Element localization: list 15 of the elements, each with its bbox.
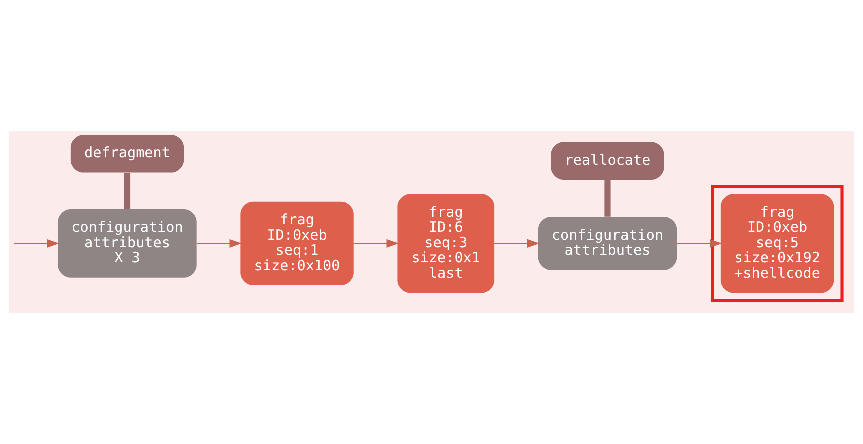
arrow	[676, 239, 722, 248]
cluster	[710, 185, 844, 302]
node-box: frag ID:6 seq:3 size:0x1 last	[397, 194, 494, 294]
arrow	[196, 239, 242, 248]
node-box: frag ID:0xeb seq:5 size:0x192 +shellcode	[720, 194, 834, 294]
connector	[124, 172, 130, 210]
node-box: reallocate	[550, 142, 664, 180]
arrow	[494, 239, 540, 248]
node-box: configuration attributes	[538, 217, 677, 270]
node-box: configuration attributes X 3	[58, 210, 196, 278]
connector	[604, 180, 610, 217]
arrow	[354, 239, 399, 248]
node-box: frag ID:0xeb seq:1 size:0x100	[240, 202, 354, 286]
node-box: defragment	[70, 135, 184, 173]
arrow	[14, 239, 59, 248]
